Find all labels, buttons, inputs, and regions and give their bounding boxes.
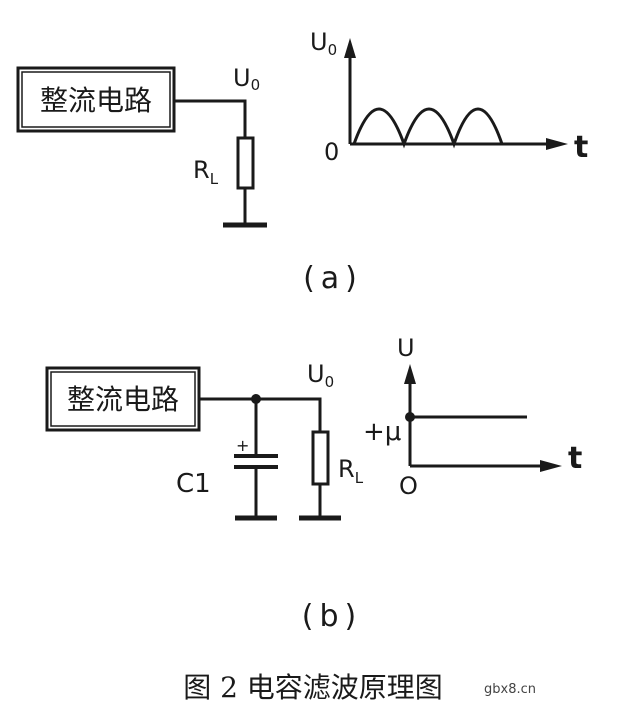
graph-b-y-arrow xyxy=(404,364,416,384)
part-label-b: (b) xyxy=(302,599,362,634)
wire-a xyxy=(174,99,247,138)
graph-a-x-label: t xyxy=(574,130,588,165)
figure-caption: 图 2 电容滤波原理图 xyxy=(183,671,443,704)
graph-b xyxy=(404,364,562,472)
resistor-b xyxy=(311,430,330,486)
graph-b-origin: O xyxy=(399,472,418,500)
wire-b-main xyxy=(199,397,322,432)
circuit-b xyxy=(45,366,341,521)
rectifier-label-b: 整流电路 xyxy=(67,383,179,416)
node-label-a: U0 xyxy=(233,64,260,94)
rectifier-label-a: 整流电路 xyxy=(40,84,152,117)
graph-a xyxy=(344,38,568,150)
graph-a-y-label: U0 xyxy=(310,28,337,59)
capacitor-label: C1 xyxy=(176,469,211,499)
graph-a-origin: 0 xyxy=(324,138,339,166)
resistor-label-a: RL xyxy=(193,156,219,188)
dc-level-point xyxy=(405,412,415,422)
capacitor-polarity: + xyxy=(236,436,249,455)
graph-b-y-label: U xyxy=(397,334,415,362)
junction-node-b xyxy=(251,394,261,404)
graph-b-level-label: +μ xyxy=(363,417,401,447)
rectified-waveform xyxy=(352,107,504,149)
resistor-a xyxy=(236,136,255,190)
circuit-a xyxy=(16,66,267,228)
graph-b-x-arrow xyxy=(540,460,562,472)
resistor-label-b: RL xyxy=(338,455,364,487)
node-label-b: U0 xyxy=(307,360,334,391)
watermark: gbx8.cn xyxy=(484,682,536,697)
part-label-a: (a) xyxy=(303,261,363,296)
graph-a-y-arrow xyxy=(344,38,356,58)
graph-b-x-label: t xyxy=(568,441,582,476)
graph-a-x-arrow xyxy=(546,138,568,150)
